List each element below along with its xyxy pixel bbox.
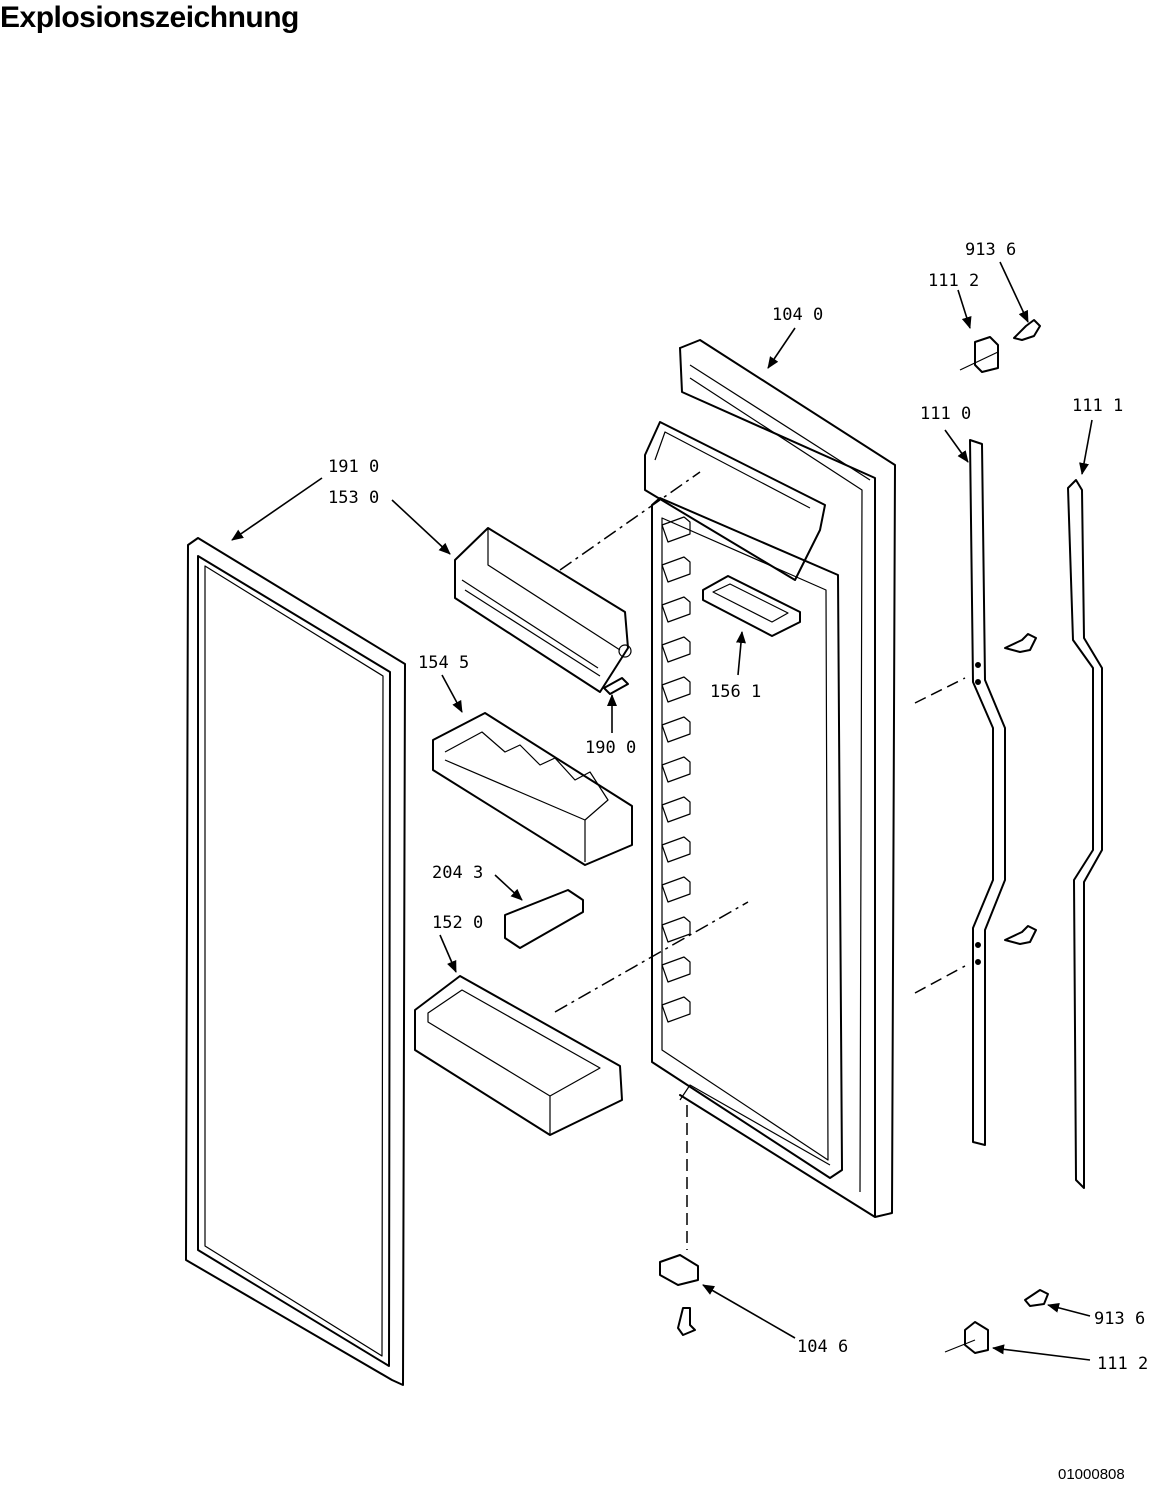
bottom-hinge-screw-part-right — [1024, 1289, 1049, 1307]
bottom-hinge-bracket-part — [944, 1321, 989, 1354]
callout-191-0: 191 0 — [328, 457, 379, 477]
top-hinge-bracket-part — [959, 336, 999, 373]
callout-104-6: 104 6 — [797, 1337, 848, 1357]
door-liner-part — [644, 339, 896, 1218]
cover-clip-part — [603, 677, 629, 695]
handle-screw-lower — [1004, 925, 1037, 945]
door-bin-part — [414, 975, 623, 1136]
callout-104-0: 104 0 — [772, 305, 823, 325]
callout-190-0: 190 0 — [585, 738, 636, 758]
bottom-hinge-block-part — [659, 1254, 699, 1286]
callout-111-2-top: 111 2 — [928, 271, 979, 291]
leader-arrows — [231, 261, 1093, 1361]
small-tray-part — [702, 575, 801, 637]
handle-screw-upper — [1004, 633, 1037, 653]
callout-204-3: 204 3 — [432, 863, 483, 883]
callout-913-6-bottom: 913 6 — [1094, 1309, 1145, 1329]
top-hinge-screw-part — [1013, 319, 1041, 341]
callout-111-2-bottom: 111 2 — [1097, 1354, 1148, 1374]
document-number: 01000808 — [1058, 1466, 1125, 1483]
callout-156-1: 156 1 — [710, 682, 761, 702]
page-title: Explosionszeichnung — [0, 1, 299, 34]
door-gasket-part — [185, 537, 406, 1386]
callout-152-0: 152 0 — [432, 913, 483, 933]
dairy-cover-part — [454, 527, 632, 693]
bottle-retainer-part — [504, 889, 584, 949]
callout-154-5: 154 5 — [418, 653, 469, 673]
egg-tray-part — [432, 712, 633, 866]
callout-111-1: 111 1 — [1072, 396, 1123, 416]
bottom-hinge-screw-part — [677, 1307, 696, 1336]
handle-trim-part — [1067, 479, 1103, 1189]
callout-153-0: 153 0 — [328, 488, 379, 508]
assembly-lines — [554, 471, 966, 1250]
door-shelf-tabs — [661, 516, 691, 1023]
callout-111-0: 111 0 — [920, 404, 971, 424]
callout-913-6-top: 913 6 — [965, 240, 1016, 260]
door-handle-bar-part — [969, 439, 1006, 1146]
